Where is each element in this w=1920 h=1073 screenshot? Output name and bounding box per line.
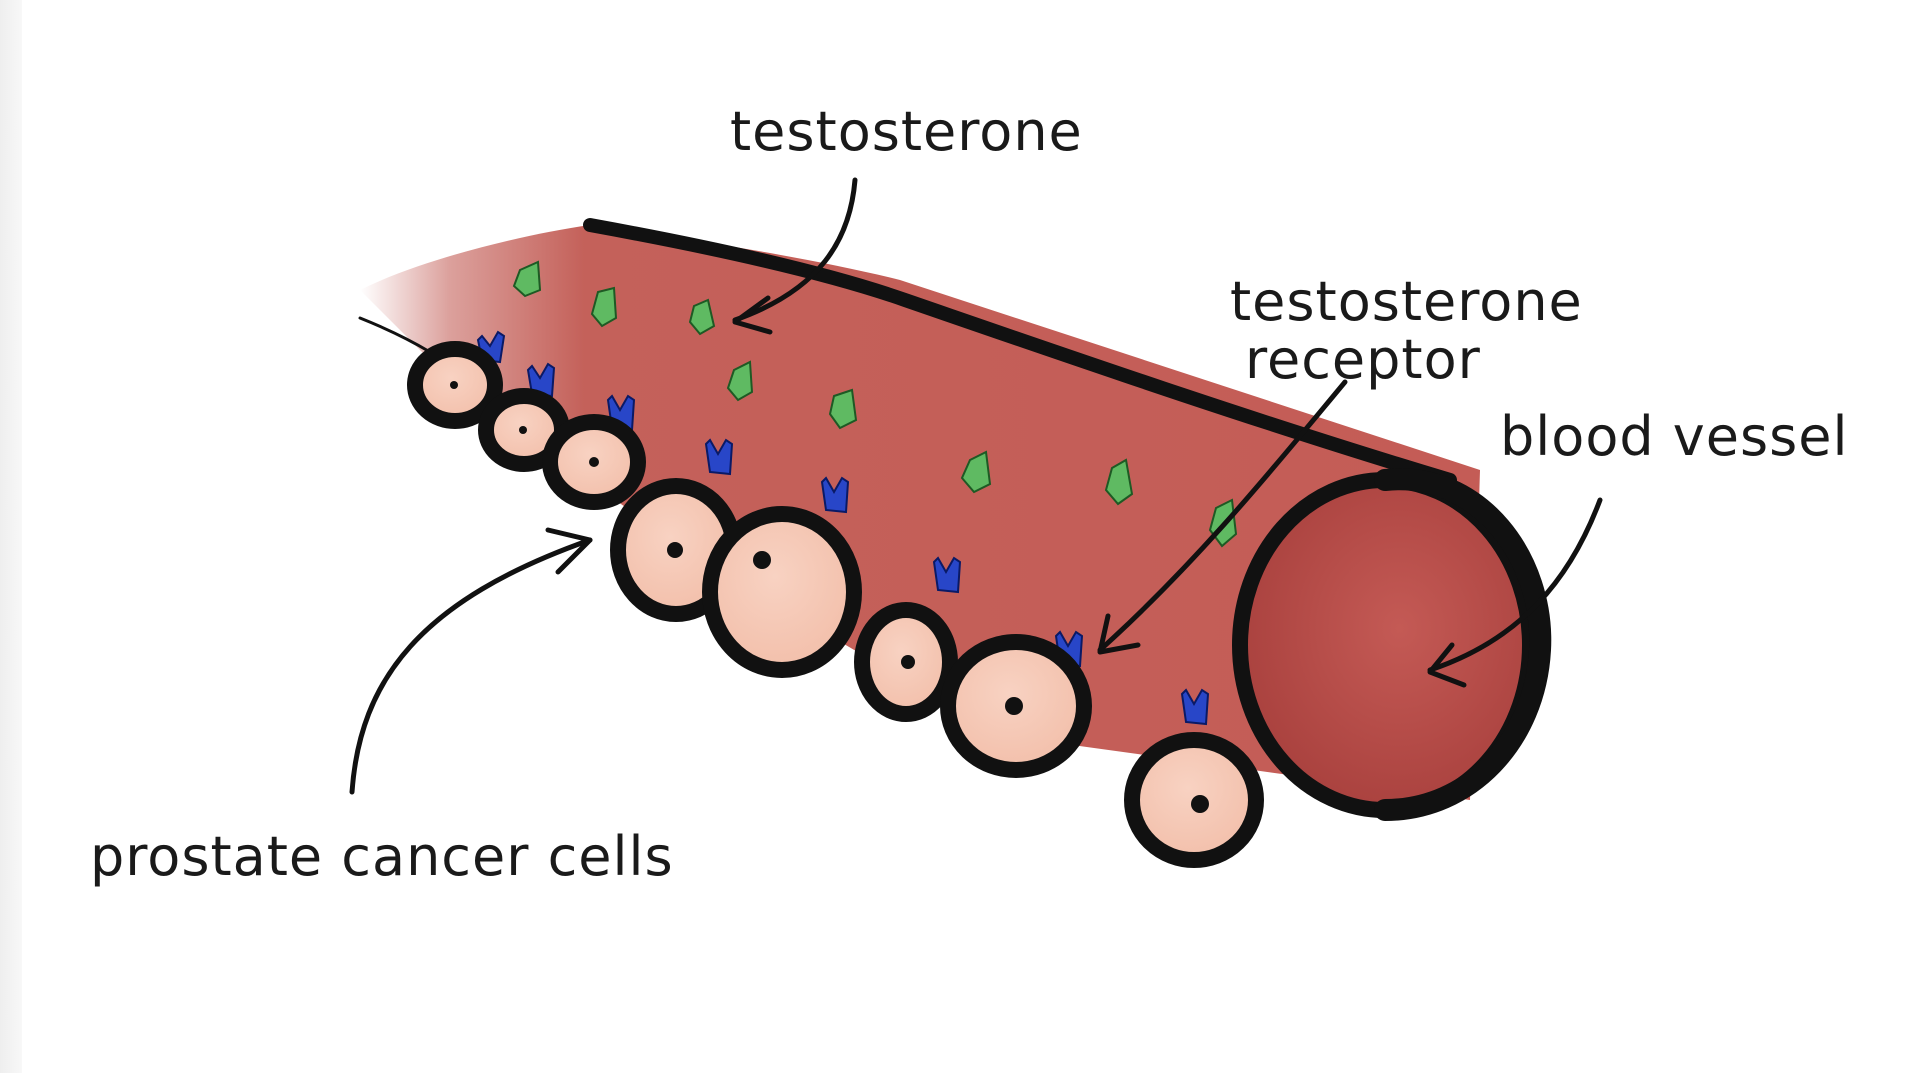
vessel-left-line (358, 316, 432, 354)
cancer-cell (940, 634, 1092, 778)
label-testosterone: testosterone (730, 100, 1083, 163)
testosterone-molecule (688, 298, 716, 336)
blood-vessel-body (360, 225, 1480, 800)
cancer-cell (542, 414, 646, 510)
testosterone-molecules (512, 260, 1238, 548)
receptor-arrow-head (1097, 613, 1141, 655)
cancer-cell (407, 341, 503, 429)
annotation-arrows (349, 177, 1603, 795)
testosterone-molecule (590, 286, 618, 328)
testosterone-molecule (960, 450, 992, 494)
testosterone-arrow (732, 177, 858, 323)
left-margin-strip (0, 0, 22, 1073)
testosterone-receptor (704, 438, 734, 476)
receptor-arrow (1097, 379, 1348, 653)
testosterone-receptor (1180, 688, 1210, 726)
testosterone-arrow-head (732, 295, 773, 335)
cancer-cell (1124, 732, 1264, 868)
blood-vessel-top-edge (583, 218, 1457, 487)
testosterone-molecule (828, 388, 858, 430)
label-prostate-cancer-cells: prostate cancer cells (90, 825, 674, 888)
cancer-cell (854, 602, 958, 722)
blood-vessel-arrow (1427, 497, 1603, 673)
label-receptor-line2: receptor (1245, 328, 1481, 391)
prostate-cancer-cells (407, 341, 1264, 868)
testosterone-receptor (932, 556, 962, 594)
testosterone-molecule (1104, 458, 1134, 506)
testosterone-molecule (726, 360, 754, 402)
blood-vessel-end-rim (1374, 468, 1552, 821)
cancer-cells-arrow-head (545, 527, 593, 575)
blood-vessel-arrow-head (1427, 642, 1467, 688)
testosterone-receptor (820, 476, 850, 514)
cancer-cells-arrow (349, 537, 593, 795)
testosterone-molecule (512, 260, 542, 298)
label-receptor-line1: testosterone (1230, 270, 1583, 333)
cancer-cell (702, 506, 862, 678)
label-blood-vessel: blood vessel (1500, 405, 1848, 468)
